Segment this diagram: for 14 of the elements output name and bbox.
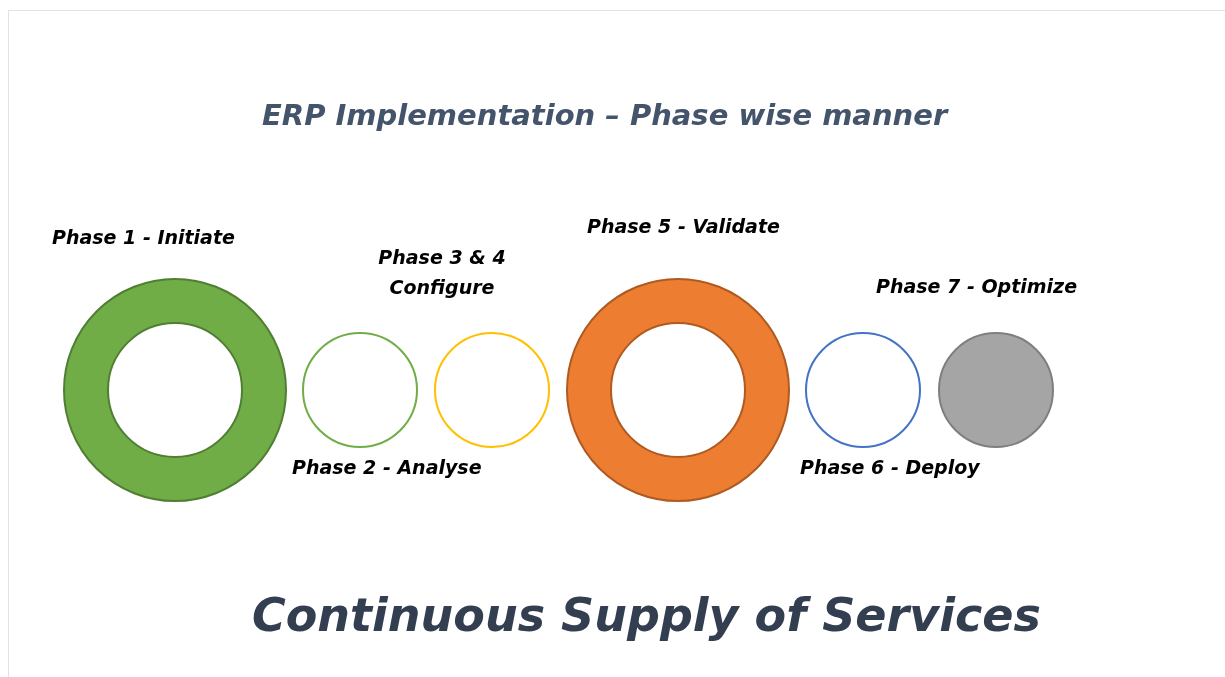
phase-label: Phase 5 - Validate (587, 215, 780, 237)
phase-label: Phase 1 - Initiate (52, 226, 235, 248)
diagram-title: ERP Implementation – Phase wise manner (262, 98, 948, 132)
phase-circle (301, 331, 419, 449)
ring-shape (62, 277, 288, 503)
phase-label: Phase 2 - Analyse (292, 456, 482, 478)
diagram-caption: Continuous Supply of Services (252, 588, 1041, 642)
phase-circle (804, 331, 922, 449)
phase-label: Phase 6 - Deploy (800, 456, 980, 478)
phase-circle (433, 331, 551, 449)
phase-label: Phase 3 & 4 Configure (377, 245, 507, 300)
ring-shape (565, 277, 791, 503)
phase-label: Phase 7 - Optimize (876, 275, 1078, 297)
phase-circle (937, 331, 1055, 449)
